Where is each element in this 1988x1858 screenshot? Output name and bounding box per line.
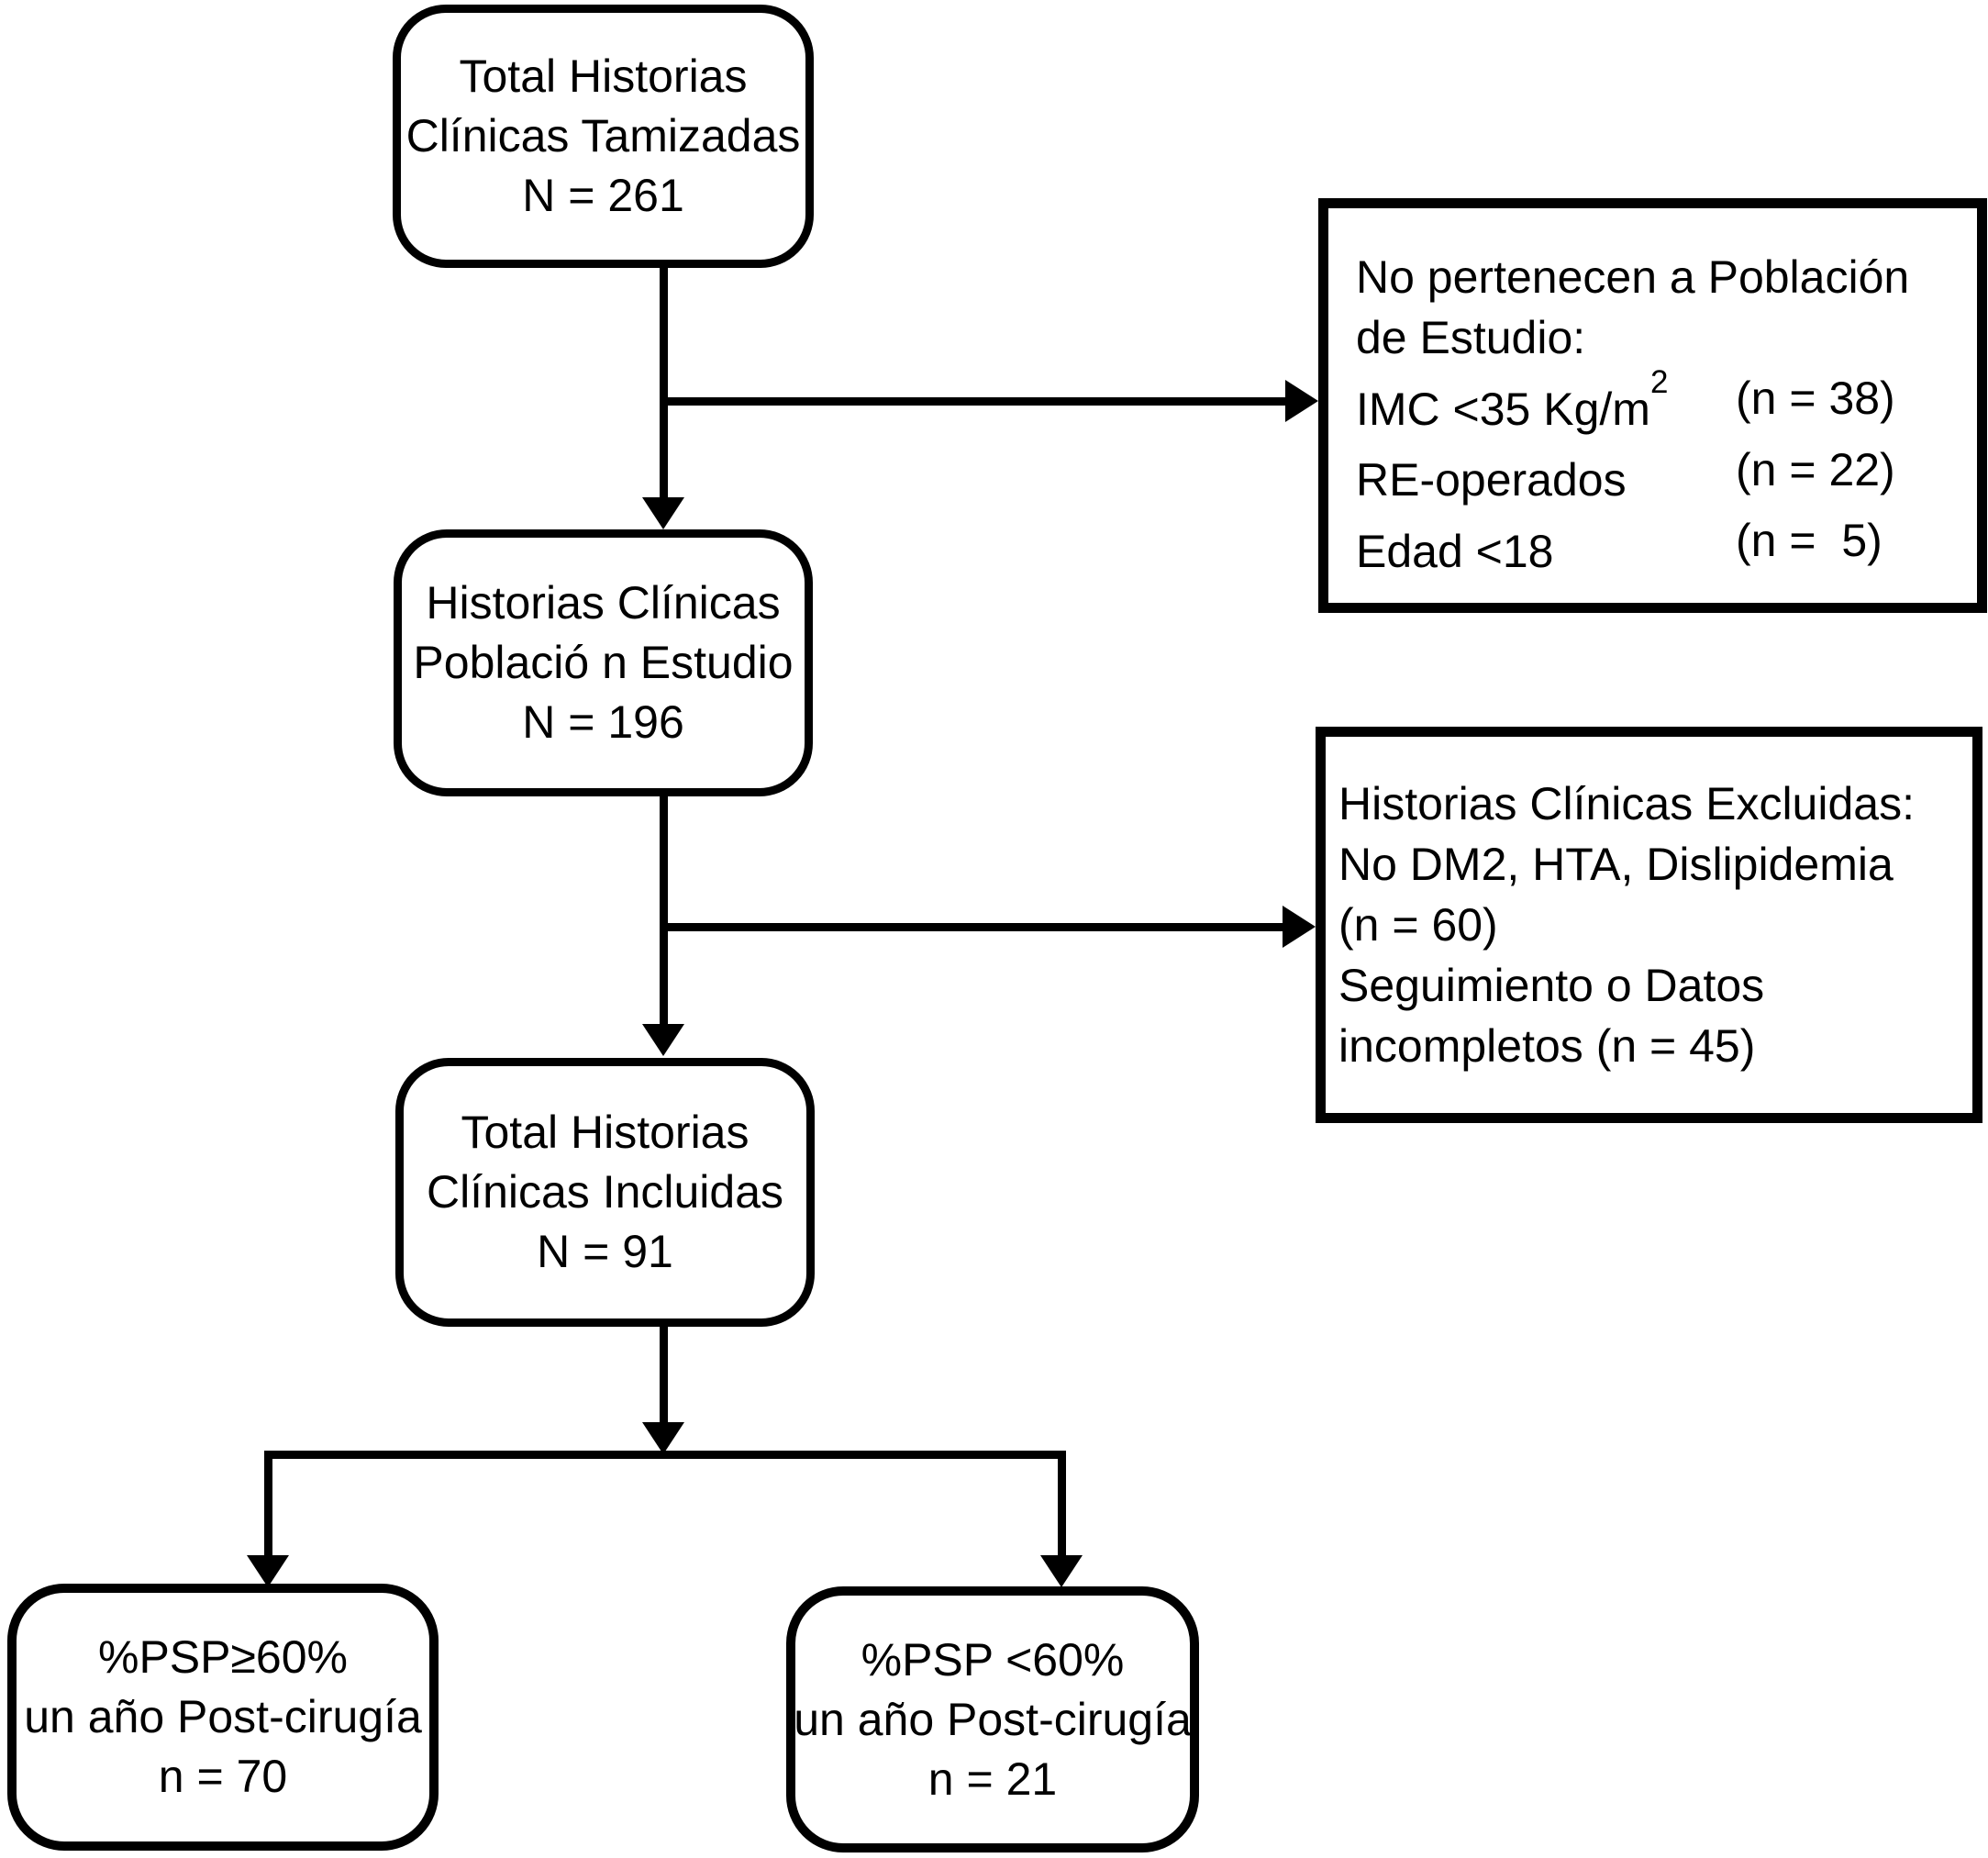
exclusion-item-label: Edad <18 [1356,525,1554,577]
arrow-line [660,1323,668,1422]
box-line: Població n Estudio [413,637,794,688]
box-not-in-population: No pertenecen a Población de Estudio: IM… [1318,198,1987,613]
box-line: Historias Clínicas [426,577,781,629]
box-psp-lt-60: %PSP <60% un año Post-cirugía n = 21 [786,1586,1199,1852]
box-excluded-records: Historias Clínicas Excluidas: No DM2, HT… [1316,727,1982,1123]
box-line: un año Post-cirugía [24,1691,422,1742]
exclusion-line: No DM2, HTA, Dislipidemia [1338,839,1894,890]
exclusion-item: IMC <35 Kg/m2 (n = 38) [1356,363,1962,439]
exclusion-item: RE-operados (n = 22) [1356,439,1962,511]
exclusion-item-count: (n = 5) [1736,515,1882,567]
box-count: N = 196 [522,696,684,748]
box-count: N = 91 [537,1226,673,1277]
exclusion-item-count: (n = 38) [1736,373,1895,424]
arrowhead-down [642,1422,684,1454]
exclusion-title-line: de Estudio: [1356,312,1586,363]
arrowhead-down [1040,1555,1083,1587]
exclusion-line: incompletos (n = 45) [1338,1020,1756,1072]
exclusion-line: (n = 60) [1338,899,1498,951]
box-line: Clínicas Tamizadas [405,110,801,161]
box-study-population: Historias Clínicas Població n Estudio N … [394,529,813,796]
split-line [264,1451,1066,1459]
arrow-line [1058,1451,1066,1555]
exclusion-item: Edad <18 (n = 5) [1356,510,1962,582]
arrow-line [264,1451,272,1555]
arrowhead-right [1283,906,1316,948]
exclusion-title-line: No pertenecen a Población [1356,251,1910,303]
box-total-screened: Total Historias Clínicas Tamizadas N = 2… [393,5,814,268]
arrowhead-down [247,1555,289,1587]
box-line: %PSP <60% [861,1633,1125,1686]
box-line: Total Historias [459,50,748,102]
box-line: Total Historias [461,1107,750,1158]
exclusion-item-label: IMC <35 Kg/m2 [1356,363,1669,435]
exclusion-line: Historias Clínicas Excluidas: [1338,778,1915,829]
arrow-line [660,264,668,497]
arrowhead-right [1285,380,1318,422]
box-count: n = 70 [158,1751,288,1802]
arrow-line [660,397,1285,406]
box-count: N = 261 [522,170,684,221]
box-total-included: Total Historias Clínicas Incluidas N = 9… [395,1058,815,1327]
arrowhead-down [642,1024,684,1056]
box-psp-ge-60: %PSP≥60% un año Post-cirugía n = 70 [7,1584,439,1851]
box-line: Clínicas Incluidas [426,1166,784,1218]
arrow-line [660,793,668,1024]
exclusion-item-count: (n = 22) [1736,443,1895,495]
exclusion-line: Seguimiento o Datos [1338,960,1765,1011]
box-count: n = 21 [927,1752,1058,1805]
superscript: 2 [1649,363,1669,400]
arrowhead-down [642,497,684,529]
arrow-line [660,923,1283,931]
exclusion-item-label: RE-operados [1356,454,1627,506]
box-line: %PSP≥60% [97,1631,349,1683]
box-line: un año Post-cirugía [794,1693,1192,1745]
